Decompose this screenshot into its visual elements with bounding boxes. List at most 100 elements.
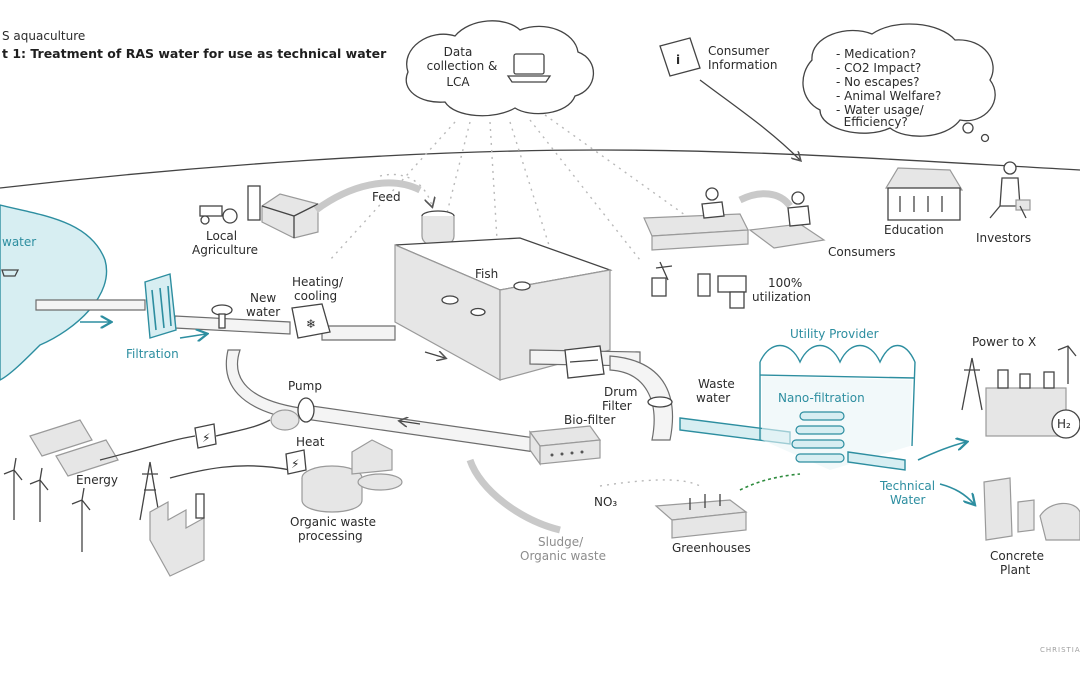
artist-credit: CHRISTIA: [1040, 646, 1080, 654]
svg-text:- Water usage/: - Water usage/: [836, 103, 925, 117]
heat-box-icon: ⚡: [285, 449, 307, 475]
svg-text:water: water: [246, 305, 280, 319]
svg-text:100%: 100%: [768, 276, 802, 290]
svg-text:- CO2 Impact?: - CO2 Impact?: [836, 61, 921, 75]
agriculture-feed-arrow: [313, 179, 422, 213]
investor-figure-icon: [989, 161, 1031, 219]
wind-turbines-icon: [3, 457, 91, 552]
boat-icon: [1, 269, 20, 277]
svg-text:Agriculture: Agriculture: [192, 243, 258, 257]
waste-water-valve: [647, 396, 673, 408]
utility-provider-building: [759, 344, 916, 470]
svg-text:LCA: LCA: [446, 75, 470, 89]
organic-waste-text: Organic waste processing: [290, 515, 376, 543]
consumer-info-icon: i: [659, 37, 701, 77]
utility-provider-label: Utility Provider: [790, 327, 879, 341]
bio-filter-unit: [528, 425, 602, 466]
green-nutrient-arrow: [739, 473, 801, 491]
energy-wires: [99, 419, 291, 479]
drum-filter-text: Drum Filter: [602, 385, 637, 413]
h2-label: H₂: [1057, 417, 1071, 431]
drum-filter-unit: [564, 345, 605, 379]
svg-text:Water: Water: [890, 493, 926, 507]
svg-text:Waste: Waste: [698, 377, 735, 391]
consumers-label: Consumers: [828, 245, 895, 259]
questions-list: - Medication? - CO2 Impact? - No escapes…: [836, 47, 941, 129]
return-flow-arrow: [400, 421, 421, 424]
feeder-icon: [421, 210, 455, 262]
svg-text:processing: processing: [298, 529, 363, 543]
to-concrete-arrow: [939, 483, 974, 504]
heating-cooling-text: Heating/ cooling: [292, 275, 344, 303]
greenhouse-icon: [654, 494, 748, 539]
svg-text:i: i: [676, 53, 680, 67]
school-building-icon: [884, 167, 964, 221]
sludge-text: Sludge/ Organic waste: [520, 535, 606, 563]
fish-icons: [441, 281, 531, 317]
filtration-flow-arrow-2: [179, 334, 206, 338]
concrete-plant-text: Concrete Plant: [990, 549, 1044, 577]
feed-label: Feed: [372, 190, 401, 204]
tractor-icon: [199, 205, 238, 225]
concrete-plant-icon: [983, 477, 1080, 541]
consumer-info-text: Consumer Information: [708, 44, 777, 72]
barn-icon: [261, 193, 319, 239]
education-label: Education: [884, 223, 944, 237]
pump-label: Pump: [288, 379, 322, 393]
silo-icon: [247, 185, 261, 221]
svg-text:Plant: Plant: [1000, 563, 1031, 577]
filtration-unit: [144, 273, 177, 339]
factory-icon: [149, 493, 205, 577]
svg-text:- Medication?: - Medication?: [836, 47, 916, 61]
waste-water-text: Waste water: [696, 377, 735, 405]
utilization-text: 100% utilization: [752, 276, 811, 304]
water-label: water: [2, 235, 36, 249]
energy-label: Energy: [76, 473, 118, 487]
horizon-line: [0, 149, 1080, 189]
svg-text:Efficiency?: Efficiency?: [836, 115, 908, 129]
consumer-icon: [748, 191, 826, 249]
new-water-text: New water: [246, 291, 280, 319]
svg-text:cooling: cooling: [294, 289, 337, 303]
technical-water-text: Technical Water: [879, 479, 935, 507]
svg-text:Filter: Filter: [602, 399, 632, 413]
investors-label: Investors: [976, 231, 1031, 245]
heat-label: Heat: [296, 435, 325, 449]
svg-text:Sludge/: Sludge/: [538, 535, 584, 549]
nano-filtration-label: Nano-filtration: [778, 391, 865, 405]
power-pylon-icon: [139, 461, 161, 521]
svg-text:Technical: Technical: [879, 479, 935, 493]
local-agriculture-text: Local Agriculture: [192, 229, 258, 257]
svg-text:Data: Data: [444, 45, 473, 59]
svg-text:- No escapes?: - No escapes?: [836, 75, 919, 89]
to-consumers-arrow: [738, 190, 793, 209]
fish-label: Fish: [475, 267, 498, 281]
svg-text:water: water: [696, 391, 730, 405]
to-power-arrow: [917, 442, 966, 461]
svg-text:collection &: collection &: [427, 59, 498, 73]
svg-text:utilization: utilization: [752, 290, 811, 304]
data-collection-text: Data collection & LCA: [427, 45, 498, 89]
sea-water-body: [0, 204, 108, 381]
power-to-x-icons: [961, 345, 1080, 439]
laptop-icon: [506, 53, 552, 83]
new-water-valve: [211, 304, 233, 329]
pump-unit: [270, 397, 315, 431]
svg-text:⚡: ⚡: [202, 431, 210, 445]
filtration-label: Filtration: [126, 347, 179, 361]
biogas-tanks-icon: [301, 439, 403, 513]
thought-bubble-dot-2: [980, 133, 990, 143]
svg-text:New: New: [250, 291, 276, 305]
title-line-2: t 1: Treatment of RAS water for use as t…: [2, 46, 387, 61]
svg-text:⚡: ⚡: [291, 457, 299, 471]
svg-text:Consumer: Consumer: [708, 44, 769, 58]
svg-text:Heating/: Heating/: [292, 275, 344, 289]
data-collection-cloud: [405, 20, 595, 117]
title-line-1: S aquaculture: [2, 29, 85, 43]
power-to-x-label: Power to X: [972, 335, 1036, 349]
svg-text:Concrete: Concrete: [990, 549, 1044, 563]
svg-text:Information: Information: [708, 58, 777, 72]
svg-text:Local: Local: [206, 229, 237, 243]
svg-text:Organic waste: Organic waste: [290, 515, 376, 529]
